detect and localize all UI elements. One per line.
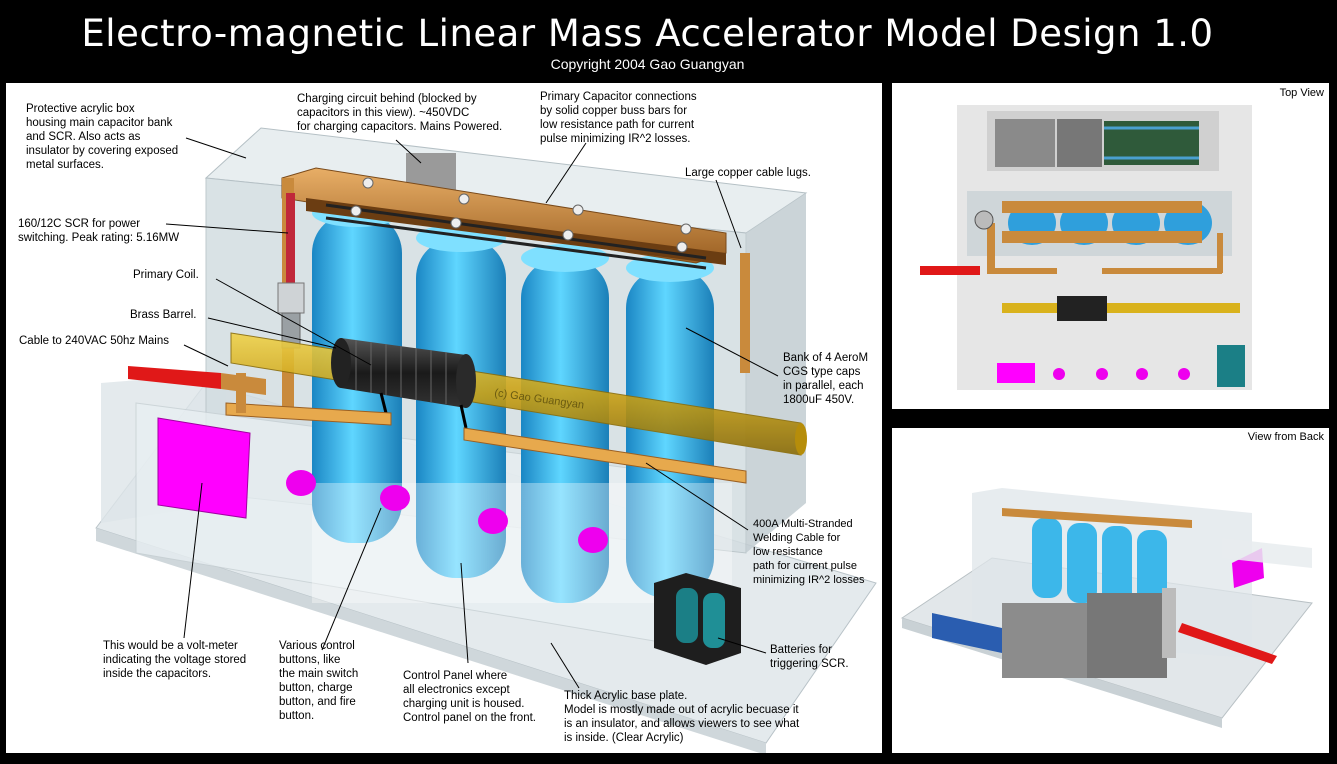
top-buss-bar-1: [1002, 201, 1202, 213]
copper-buss-bars: [281, 167, 727, 270]
control-button-4: [578, 527, 608, 553]
volt-meter: [157, 417, 251, 519]
back-mains-cable: [1178, 623, 1277, 664]
top-charging-board-1: [995, 119, 1055, 167]
label-control-buttons: Various control buttons, like the main s…: [279, 640, 361, 722]
label-capacitor-bank: Bank of 4 AeroM CGS type caps in paralle…: [783, 352, 871, 406]
page-title: Electro-magnetic Linear Mass Accelerator…: [81, 12, 1214, 55]
back-circuit-board: [932, 613, 1002, 653]
label-control-panel: Control Panel where all electronics exce…: [403, 670, 536, 724]
label-batteries: Batteries for triggering SCR.: [770, 644, 849, 670]
welding-cable-right: [463, 427, 747, 484]
back-buss-bar: [1002, 508, 1192, 528]
top-primary-coil: [1057, 296, 1107, 321]
main-view-panel: (c) Gao Guangyan Protective acrylic box …: [6, 83, 882, 753]
top-mains-cable: [920, 266, 980, 275]
top-control-button-4: [1178, 368, 1190, 380]
cable-lug-right: [740, 253, 750, 373]
control-button-3: [478, 508, 508, 534]
label-buss-bars: Primary Capacitor connections by solid c…: [540, 91, 700, 145]
back-capacitor-2: [1067, 523, 1097, 603]
main-view-illustration: (c) Gao Guangyan Protective acrylic box …: [18, 91, 877, 753]
top-view-illustration: Top View: [920, 87, 1324, 390]
back-capacitor-4: [1137, 530, 1167, 610]
label-mains-cable: Cable to 240VAC 50hz Mains: [19, 335, 169, 347]
label-primary-coil: Primary Coil.: [133, 269, 199, 281]
back-capacitor-3: [1102, 526, 1132, 606]
top-control-button-2: [1096, 368, 1108, 380]
label-charging-circuit: Charging circuit behind (blocked by capa…: [297, 93, 502, 133]
top-battery-pack: [1217, 345, 1245, 387]
top-control-button-1: [1053, 368, 1065, 380]
back-view-label: View from Back: [1248, 431, 1325, 443]
back-charging-block-2: [1002, 603, 1087, 678]
back-scr: [1162, 588, 1176, 658]
top-buss-bar-2: [1002, 231, 1202, 243]
battery-pack: [654, 573, 741, 665]
control-button-2: [380, 485, 410, 511]
back-charging-block-1: [1087, 593, 1167, 678]
label-scr: 160/12C SCR for power switching. Peak ra…: [18, 218, 179, 244]
mains-cable: [128, 366, 221, 389]
scr-device: [277, 193, 305, 349]
top-view-label: Top View: [1280, 87, 1324, 99]
back-view-panel: View from Back: [892, 428, 1329, 753]
primary-coil: [331, 338, 476, 429]
label-cable-lugs: Large copper cable lugs.: [685, 167, 811, 179]
control-buttons: [286, 470, 608, 553]
label-base-plate: Thick Acrylic base plate. Model is mostl…: [564, 690, 802, 744]
label-acrylic-box: Protective acrylic box housing main capa…: [26, 103, 181, 171]
welding-cable-left: [225, 402, 392, 426]
back-capacitor-1: [1032, 518, 1062, 598]
top-volt-meter: [997, 363, 1035, 383]
top-brass-barrel: [1002, 303, 1240, 313]
top-view-panel: Top View: [892, 83, 1329, 409]
label-brass-barrel: Brass Barrel.: [130, 309, 196, 321]
control-button-1: [286, 470, 316, 496]
copyright-text: Copyright 2004 Gao Guangyan: [550, 56, 745, 72]
label-welding-cable: 400A Multi-Stranded Welding Cable for lo…: [753, 518, 865, 586]
label-volt-meter: This would be a volt-meter indicating th…: [103, 640, 249, 680]
top-charging-board-2: [1057, 119, 1102, 167]
callout-lines: [165, 137, 779, 689]
top-control-button-3: [1136, 368, 1148, 380]
back-view-illustration: View from Back: [900, 431, 1325, 728]
